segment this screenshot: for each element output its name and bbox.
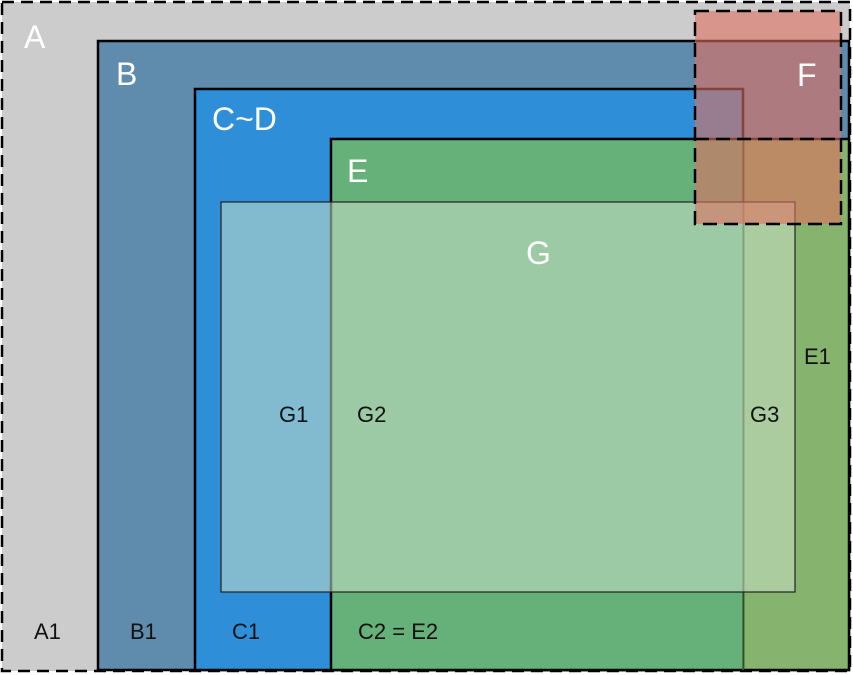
set-f-rect: [693, 9, 843, 226]
region-b1: B1: [130, 619, 157, 644]
label-cd: C~D: [212, 101, 277, 137]
region-e1: E1: [804, 344, 831, 369]
region-c2-e2: C2 = E2: [358, 619, 438, 644]
label-e: E: [347, 153, 368, 189]
label-a: A: [24, 19, 46, 55]
region-a1: A1: [34, 619, 61, 644]
region-g2: G2: [357, 402, 386, 427]
region-g3: G3: [750, 402, 779, 427]
label-f: F: [797, 57, 817, 93]
label-b: B: [116, 56, 137, 92]
set-g-rect: [220, 201, 796, 593]
region-c1: C1: [232, 619, 260, 644]
region-g1: G1: [279, 402, 308, 427]
label-g: G: [526, 235, 551, 271]
